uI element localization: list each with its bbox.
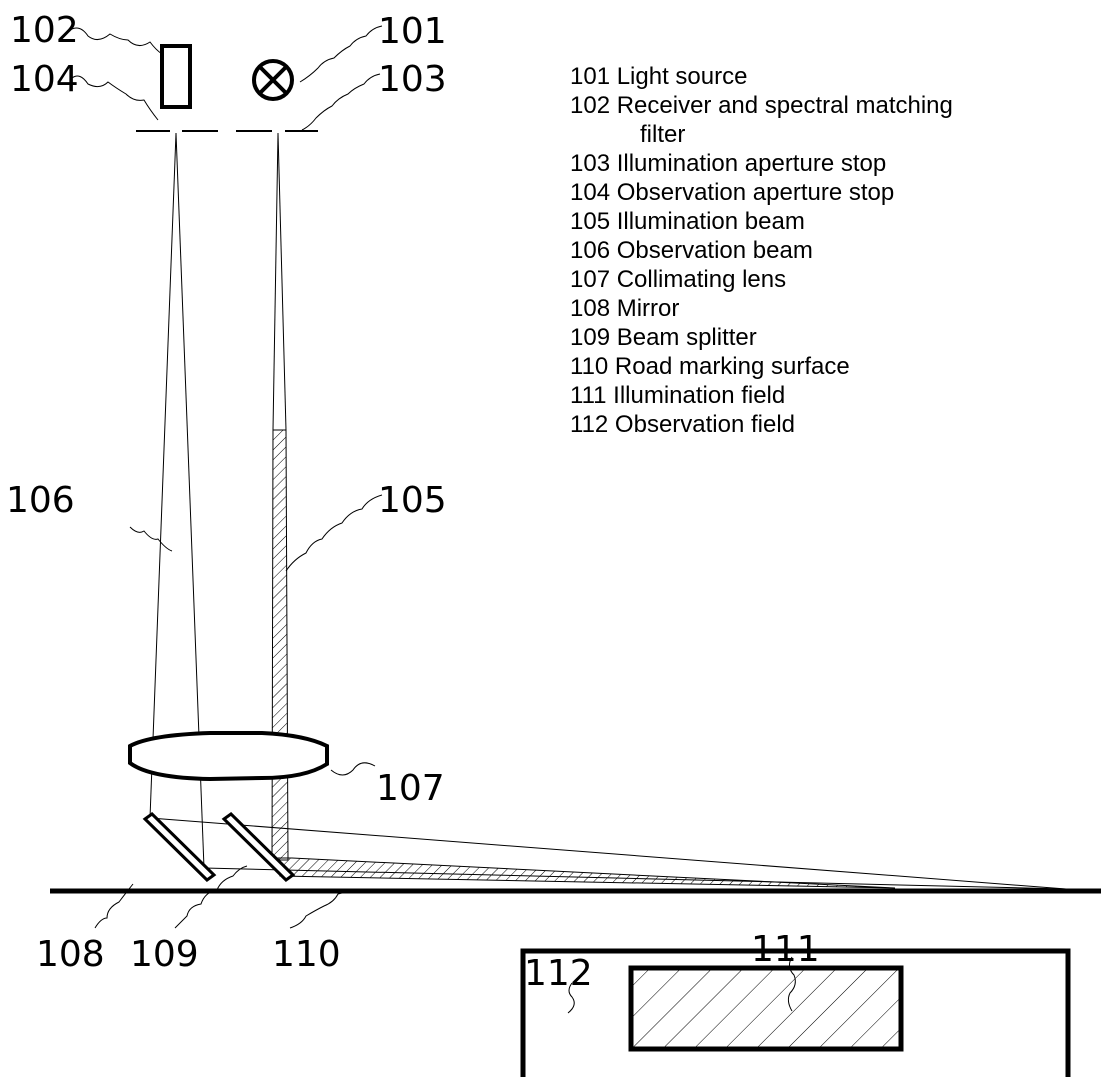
callout-104: 104 bbox=[10, 59, 79, 100]
callout-101: 101 bbox=[378, 11, 447, 52]
legend: 101 Light source 102 Receiver and spectr… bbox=[570, 62, 953, 439]
callout-109: 109 bbox=[130, 934, 199, 975]
legend-item-104: 104 Observation aperture stop bbox=[570, 179, 895, 206]
receiver-box bbox=[160, 44, 192, 109]
collimating-lens bbox=[128, 731, 329, 782]
callout-111: 111 bbox=[751, 929, 820, 970]
legend-item-111: 111 Illumination field bbox=[570, 382, 786, 409]
callout-105: 105 bbox=[378, 480, 447, 521]
callout-107: 107 bbox=[376, 768, 445, 809]
legend-item-110: 110 Road marking surface bbox=[570, 353, 850, 380]
illumination-field bbox=[628, 965, 904, 1052]
legend-item-112: 112 Observation field bbox=[570, 411, 796, 438]
callout-102: 102 bbox=[10, 10, 79, 51]
legend-item-109: 109 Beam splitter bbox=[570, 324, 757, 351]
light-source-icon bbox=[252, 59, 294, 101]
callout-106: 106 bbox=[6, 480, 75, 521]
observation-field bbox=[520, 948, 1071, 1077]
legend-item-103: 103 Illumination aperture stop bbox=[570, 150, 887, 177]
beam-splitter bbox=[221, 812, 296, 882]
callout-112: 112 bbox=[524, 953, 593, 994]
leader-lines bbox=[69, 25, 796, 1014]
legend-item-102: 102 Receiver and spectral matching bbox=[570, 92, 953, 119]
legend-item-102-continued: filter bbox=[640, 121, 686, 148]
legend-item-107: 107 Collimating lens bbox=[570, 266, 787, 293]
mirror bbox=[142, 812, 217, 882]
callout-110: 110 bbox=[272, 934, 341, 975]
legend-item-105: 105 Illumination beam bbox=[570, 208, 805, 235]
legend-item-106: 106 Observation beam bbox=[570, 237, 813, 264]
legend-item-101: 101 Light source bbox=[570, 63, 748, 90]
callout-103: 103 bbox=[378, 59, 447, 100]
legend-item-108: 108 Mirror bbox=[570, 295, 680, 322]
callout-108: 108 bbox=[36, 934, 105, 975]
